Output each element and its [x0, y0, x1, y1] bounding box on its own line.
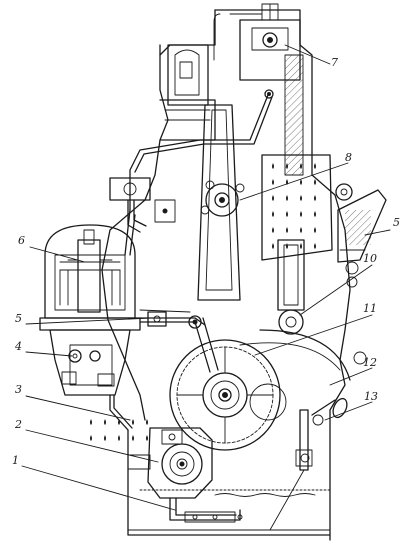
- breather-fitting: [109, 177, 176, 233]
- callout-6: 6: [18, 234, 25, 247]
- cylinder-bore-right: [261, 154, 353, 335]
- valve-rocker-assembly: [213, 3, 304, 176]
- engine-block: [101, 9, 351, 541]
- callout-5-left: 5: [15, 312, 22, 325]
- callout-10: 10: [363, 252, 377, 265]
- callout-3: 3: [15, 383, 22, 396]
- callout-11: 11: [363, 302, 377, 315]
- callout-12: 12: [363, 356, 377, 369]
- oil-filter: [39, 224, 141, 396]
- callout-1: 1: [12, 454, 19, 467]
- oil-pump: [90, 415, 243, 523]
- callout-4: 4: [14, 340, 22, 353]
- callout-8: 8: [345, 151, 352, 164]
- oil-dipstick: [269, 397, 348, 531]
- callout-5-right: 5: [393, 216, 400, 229]
- crank-connecting-rod: [197, 104, 245, 301]
- fasteners: [300, 276, 367, 463]
- cylinder-head-left: [159, 44, 216, 141]
- callout-labels: 7 8 5 6 10 11 5 4 12 3 13 2 1: [12, 56, 400, 467]
- callout-2: 2: [14, 418, 22, 431]
- leader-lines: [21, 44, 391, 511]
- callout-7: 7: [331, 56, 338, 69]
- rocker-arm-right: [337, 189, 387, 275]
- filter-oil-lines: [109, 209, 206, 431]
- callout-13: 13: [364, 390, 378, 403]
- crankshaft-gear: [169, 317, 351, 451]
